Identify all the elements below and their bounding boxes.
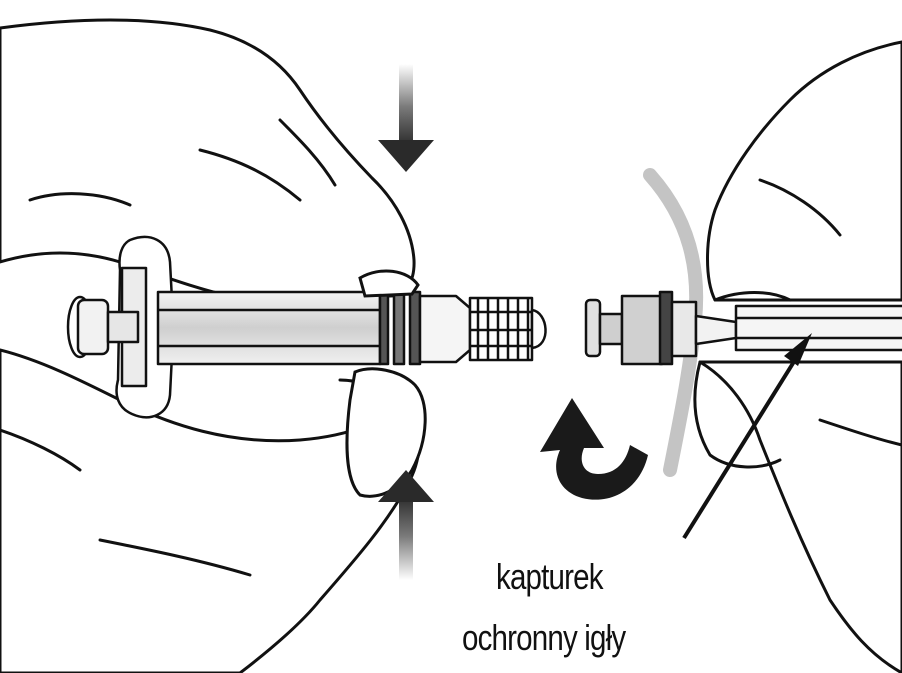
press-down-arrow-icon <box>378 64 434 172</box>
callout-label-line1: kapturek <box>496 556 603 598</box>
twist-arrow-icon <box>540 398 648 500</box>
left-thumb-front <box>347 369 425 496</box>
needle-cap <box>586 292 902 364</box>
syringe-tip <box>420 296 470 362</box>
syringe-barrel <box>158 292 380 364</box>
callout-label-line2: ochronny igły <box>462 617 625 659</box>
